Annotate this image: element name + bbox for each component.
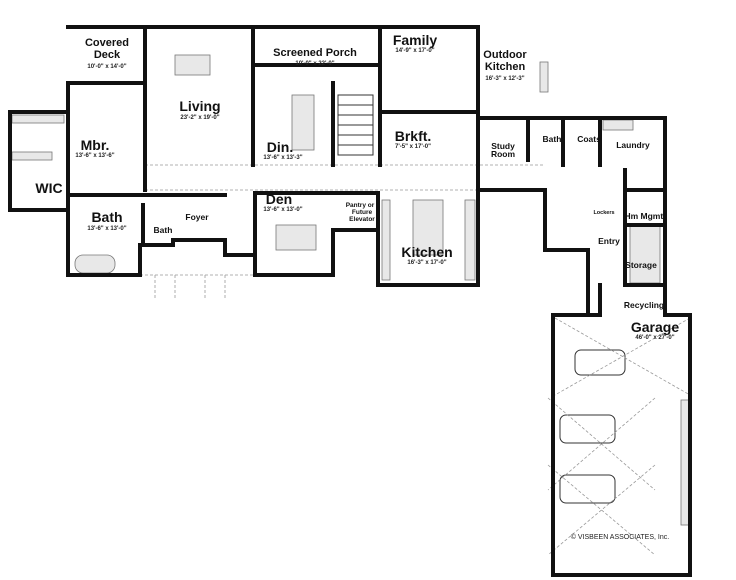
master-bedroom-label: Mbr. bbox=[81, 137, 110, 153]
living-dims: 23'-2" x 19'-0" bbox=[180, 115, 219, 121]
kitchen-label: Kitchen bbox=[401, 244, 452, 260]
family-label: Family bbox=[393, 32, 438, 48]
entry-label: Entry bbox=[598, 236, 620, 246]
covered-deck-dims: 10'-0" x 14'-0" bbox=[87, 64, 126, 70]
dining-dims: 13'-6" x 13'-3" bbox=[263, 155, 302, 161]
pantry-label-3: Elevator bbox=[349, 216, 375, 223]
outdoor-kitchen-dims: 16'-3" x 12'-3" bbox=[485, 76, 524, 82]
outdoor-kitchen-label: Outdoor bbox=[483, 49, 527, 61]
recycling-label: Recycling bbox=[624, 300, 664, 310]
storage-label: Storage bbox=[625, 260, 657, 270]
kitchen-dims: 16'-3" x 17'-0" bbox=[407, 260, 446, 266]
covered-deck-label: Covered bbox=[85, 37, 129, 49]
copyright: © VISBEEN ASSOCIATES, Inc. bbox=[571, 533, 669, 541]
laundry-label: Laundry bbox=[616, 140, 650, 150]
family-dims: 14'-9" x 17'-0" bbox=[395, 48, 434, 54]
powder-bath-label: Bath bbox=[154, 225, 173, 235]
rear-bath-label: Bath bbox=[543, 134, 562, 144]
den-dims: 13'-6" x 13'-0" bbox=[263, 207, 302, 213]
master-bath-dims: 13'-6" x 13'-0" bbox=[87, 226, 126, 232]
walls bbox=[8, 25, 692, 577]
breakfast-dims: 7'-5" x 17'-0" bbox=[395, 144, 431, 150]
screened-porch-dims: 10'-0" x 22'-0" bbox=[295, 61, 334, 67]
den-label: Den bbox=[266, 191, 292, 207]
garage-dims: 46'-0" x 27'-0" bbox=[635, 335, 674, 341]
screened-porch-label: Screened Porch bbox=[273, 47, 357, 59]
dining-label: Din. bbox=[267, 139, 293, 155]
lockers-label: Lockers bbox=[593, 210, 614, 216]
breakfast-label: Brkft. bbox=[395, 128, 432, 144]
pantry-label-2: Future bbox=[352, 209, 373, 216]
study-room-label: Study bbox=[491, 141, 515, 151]
master-bedroom-dims: 13'-6" x 13'-6" bbox=[75, 153, 114, 159]
coats-label: Coats bbox=[577, 134, 601, 144]
study-room-label-2: Room bbox=[491, 149, 516, 159]
outdoor-kitchen-label-2: Kitchen bbox=[485, 61, 526, 73]
interior-lines bbox=[140, 94, 691, 556]
wic-label: WIC bbox=[35, 180, 62, 196]
hm-mgmt-label: Hm Mgmt. bbox=[624, 211, 665, 221]
master-bath-label: Bath bbox=[91, 209, 122, 225]
covered-deck-label-2: Deck bbox=[94, 49, 121, 61]
living-label: Living bbox=[179, 98, 220, 114]
foyer-label: Foyer bbox=[185, 212, 209, 222]
garage-label: Garage bbox=[631, 319, 679, 335]
pantry-label: Pantry or bbox=[346, 202, 375, 209]
